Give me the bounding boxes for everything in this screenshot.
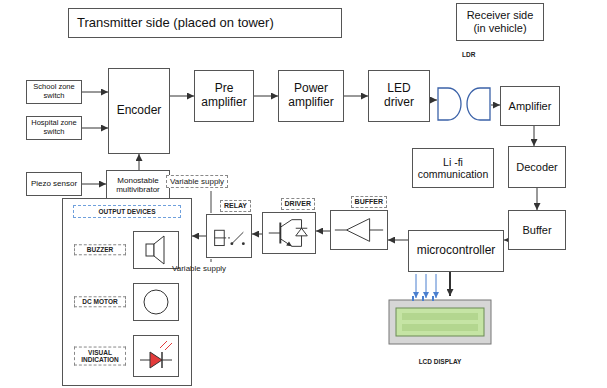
process-box: Encoder xyxy=(108,68,170,154)
process-box: Piezo sensor xyxy=(26,172,82,196)
process-box: School zone switch xyxy=(26,80,82,104)
signal-arrow xyxy=(491,105,500,106)
process-box: Power amplifier xyxy=(278,70,344,122)
signal-connector xyxy=(388,240,408,241)
buzzer-block: BUZZER xyxy=(133,231,179,269)
process-box: microcontroller xyxy=(408,230,504,272)
led-symbol xyxy=(438,88,461,120)
box-label: Buffer xyxy=(522,224,551,237)
block-label: OUTPUT DEVICES xyxy=(73,205,181,218)
signal-connector xyxy=(316,231,330,232)
block-label: DRIVER xyxy=(281,198,315,210)
box-label: School zone switch xyxy=(30,83,78,100)
box-label: Monostable multivibrator xyxy=(110,176,166,194)
signal-connector xyxy=(192,236,206,237)
box-label: Li -fi communication xyxy=(416,156,490,180)
ldr-symbol xyxy=(467,88,490,120)
block-label: DC MOTOR xyxy=(74,296,126,307)
box-label: Power amplifier xyxy=(282,82,340,110)
signal-connector xyxy=(82,92,108,93)
signal-arrow xyxy=(431,100,437,101)
signal-connector xyxy=(82,184,106,185)
signal-connector xyxy=(537,188,538,210)
data-pin-arrow xyxy=(416,274,417,298)
process-box: Amplifier xyxy=(500,86,560,126)
block-label: RELAY xyxy=(220,200,251,212)
process-box: Buffer xyxy=(508,210,566,250)
box-label: Decoder xyxy=(516,161,558,174)
box-label: Piezo sensor xyxy=(31,179,77,188)
group-panel: OUTPUT DEVICES BUZZER DC MOTOR VISUAL INDIC… xyxy=(62,198,192,386)
buffer-block: BUFFER xyxy=(330,210,388,250)
box-label: Encoder xyxy=(117,104,162,118)
data-pin-arrow xyxy=(436,274,437,298)
box-label: Receiver side (in vehicle) xyxy=(460,9,540,34)
signal-connector xyxy=(139,154,140,170)
process-box: Hospital zone switch xyxy=(26,116,82,140)
block-label: BUFFER xyxy=(351,196,387,208)
motor-block: DC MOTOR xyxy=(133,283,179,321)
driver-block: DRIVER xyxy=(262,212,316,254)
box-label: Hospital zone switch xyxy=(30,119,78,136)
block-label: VISUAL INDICATION xyxy=(74,347,126,366)
part-label: LDR xyxy=(462,51,475,58)
part-label: Variable supply xyxy=(166,175,228,188)
signal-connector xyxy=(449,272,451,296)
process-box: Decoder xyxy=(508,146,566,188)
data-pin-arrow xyxy=(426,274,427,298)
box-label: LED driver xyxy=(372,82,426,110)
signal-connector xyxy=(82,128,108,129)
box-label: Transmitter side (placed on tower) xyxy=(77,16,274,31)
box-label: Pre amplifier xyxy=(198,82,250,110)
signal-connector xyxy=(252,234,262,235)
process-box: Receiver side (in vehicle) xyxy=(456,3,544,41)
signal-connector xyxy=(254,96,278,97)
relay-block: RELAY xyxy=(206,214,252,258)
visual-block: VISUAL INDICATION xyxy=(133,335,179,377)
leader-line xyxy=(211,259,212,262)
box-label: Amplifier xyxy=(509,100,552,113)
part-label: Variable supply xyxy=(172,264,226,273)
block-label: BUZZER xyxy=(74,244,126,255)
signal-connector xyxy=(344,96,368,97)
process-box: Pre amplifier xyxy=(194,70,254,122)
lcd-block: LCD DISPLAY xyxy=(388,296,492,346)
signal-connector xyxy=(170,96,194,97)
block-label: LCD DISPLAY xyxy=(388,358,492,365)
process-box: LED driver xyxy=(368,70,430,122)
process-box: Li -fi communication xyxy=(412,148,494,188)
process-box: Monostable multivibrator xyxy=(106,170,170,200)
leader-line xyxy=(211,191,212,213)
process-box: Transmitter side (placed on tower) xyxy=(68,8,342,38)
signal-connector xyxy=(534,126,535,146)
box-label: microcontroller xyxy=(417,244,496,258)
